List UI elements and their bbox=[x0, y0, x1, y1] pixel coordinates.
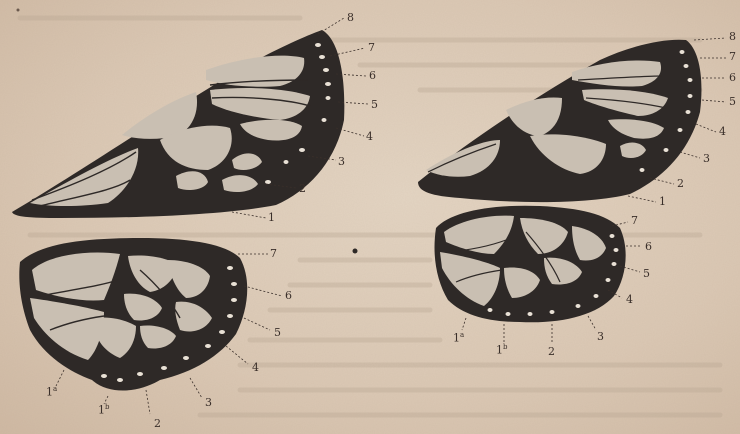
vein-label: 3 bbox=[205, 397, 212, 408]
vein-label: 2 bbox=[299, 183, 306, 194]
vein-label-1b: 1b bbox=[98, 404, 109, 416]
vein-label: 3 bbox=[703, 153, 710, 164]
vein-label-1b: 1b bbox=[496, 344, 507, 356]
vein-label: 5 bbox=[643, 268, 650, 279]
ink-dot bbox=[17, 9, 20, 12]
vein-label: 7 bbox=[270, 248, 277, 259]
vein-label: 6 bbox=[729, 72, 736, 83]
vein-label: 8 bbox=[347, 12, 354, 23]
vein-label: 7 bbox=[631, 215, 638, 226]
vein-label: 2 bbox=[154, 418, 161, 429]
vein-label: 5 bbox=[729, 96, 736, 107]
vein-label: 2 bbox=[677, 178, 684, 189]
vein-label: 6 bbox=[645, 241, 652, 252]
vein-label: 7 bbox=[729, 51, 736, 62]
vein-label: 5 bbox=[274, 327, 281, 338]
vein-label: 1 bbox=[659, 196, 666, 207]
vein-label: 6 bbox=[285, 290, 292, 301]
vein-label-1a: 1a bbox=[453, 332, 464, 344]
vein-label: 3 bbox=[338, 156, 345, 167]
vein-label: 4 bbox=[719, 126, 726, 137]
vein-label: 7 bbox=[368, 42, 375, 53]
vein-label-1a: 1a bbox=[46, 386, 57, 398]
vein-label: 4 bbox=[252, 362, 259, 373]
vein-label: 5 bbox=[371, 99, 378, 110]
vein-label: 1 bbox=[268, 212, 275, 223]
vein-label: 2 bbox=[548, 346, 555, 357]
ink-dot bbox=[353, 249, 358, 254]
vein-label: 8 bbox=[729, 31, 736, 42]
vein-label: 4 bbox=[366, 131, 373, 142]
vein-label: 4 bbox=[626, 294, 633, 305]
vein-label: 6 bbox=[369, 70, 376, 81]
vein-label: 3 bbox=[597, 331, 604, 342]
